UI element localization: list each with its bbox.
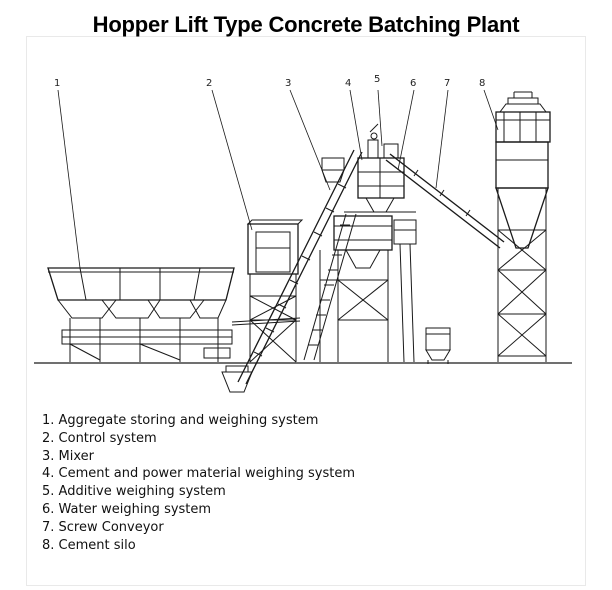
skip-hopper: [221, 365, 253, 393]
callout-5: 5: [374, 74, 380, 85]
callout-numbers: 1 2 3 4 5 6 7 8: [54, 74, 485, 89]
legend-item: 6. Water weighing system: [42, 501, 212, 517]
page-title: Hopper Lift Type Concrete Batching Plant: [92, 12, 520, 37]
hopper-lift-track: [237, 149, 363, 385]
cement-silo: [495, 91, 551, 362]
weighing-frame: [344, 123, 417, 363]
component-legend: 1. Aggregate storing and weighing system…: [42, 412, 355, 554]
callout-3: 3: [285, 78, 291, 89]
drawing-frame: [26, 36, 586, 586]
callout-1: 1: [54, 78, 60, 89]
legend-item: 7. Screw Conveyor: [42, 519, 164, 535]
callout-2: 2: [206, 78, 212, 89]
callout-6: 6: [410, 78, 416, 89]
control-room: [246, 219, 304, 363]
mixer-tower: [303, 157, 393, 362]
legend-item: 3. Mixer: [42, 448, 94, 464]
callout-8: 8: [479, 78, 485, 89]
legend-item: 8. Cement silo: [42, 537, 136, 553]
callout-7: 7: [444, 78, 450, 89]
leader-lines: [57, 89, 499, 269]
legend-item: 2. Control system: [42, 430, 157, 446]
aggregate-bins: [47, 267, 235, 362]
legend-item: 1. Aggregate storing and weighing system: [42, 413, 319, 428]
legend-item: 4. Cement and power material weighing sy…: [42, 466, 356, 482]
screw-conveyor: [385, 153, 505, 249]
additive-tank: [425, 327, 451, 364]
legend-item: 5. Additive weighing system: [42, 484, 226, 500]
callout-4: 4: [345, 78, 351, 89]
